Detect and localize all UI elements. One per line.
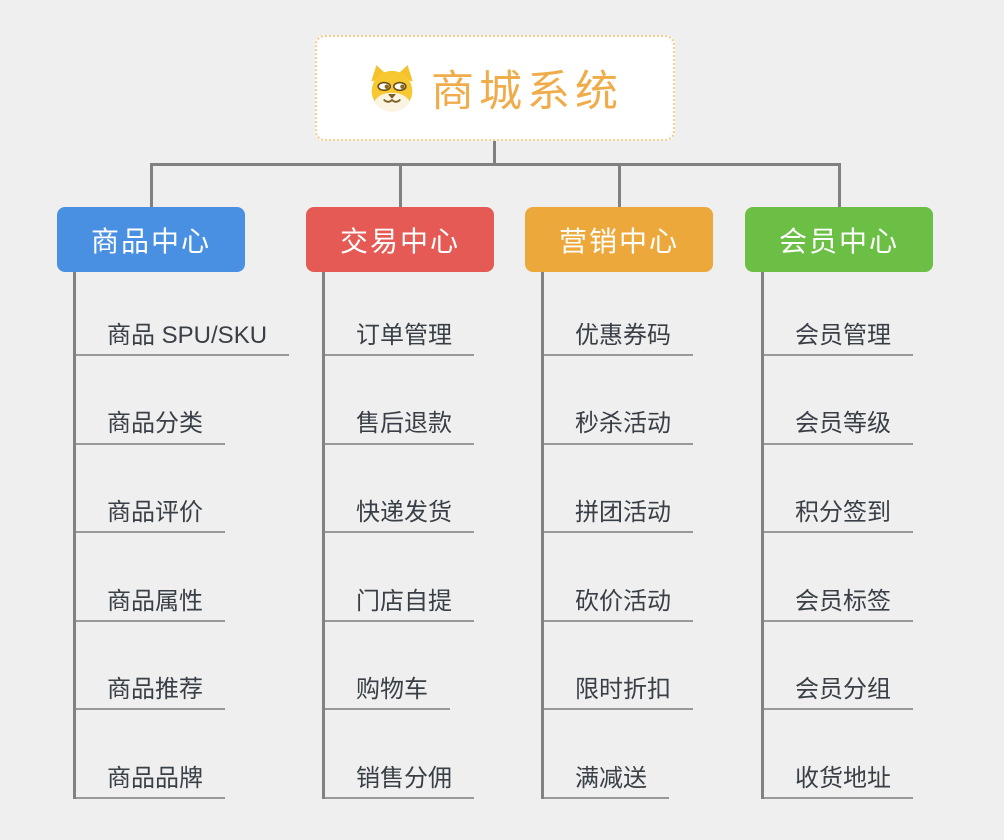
connector-drop-member-center <box>838 163 841 209</box>
mindmap-node-item[interactable]: 商品 SPU/SKU <box>76 272 290 356</box>
mindmap-node-item[interactable]: 商品属性 <box>76 533 225 622</box>
connector-root-stub <box>493 140 496 165</box>
branch-items-product-center: 商品 SPU/SKU 商品分类 商品评价 商品属性 商品推荐 商品品牌 <box>73 272 290 799</box>
mindmap-node-item[interactable]: 快递发货 <box>325 445 474 534</box>
connector-bus <box>150 163 841 166</box>
branch-marketing-center: 营销中心 优惠券码 秒杀活动 拼团活动 砍价活动 限时折扣 满减送 <box>525 207 760 799</box>
branch-header-trade-center[interactable]: 交易中心 <box>306 207 494 272</box>
mindmap-node-item[interactable]: 商品评价 <box>76 445 225 534</box>
mindmap-node-item[interactable]: 收货地址 <box>764 710 913 799</box>
branch-header-product-center[interactable]: 商品中心 <box>57 207 245 272</box>
mindmap-node-item[interactable]: 商品品牌 <box>76 710 225 799</box>
mindmap-node-item[interactable]: 会员管理 <box>764 272 913 356</box>
branch-items-trade-center: 订单管理 售后退款 快递发货 门店自提 购物车 销售分佣 <box>322 272 474 799</box>
connector-drop-marketing-center <box>618 163 621 209</box>
mindmap-node-item[interactable]: 满减送 <box>544 710 669 799</box>
mindmap-node-item[interactable]: 积分签到 <box>764 445 913 534</box>
connector-drop-product-center <box>150 163 153 209</box>
mindmap-node-item[interactable]: 拼团活动 <box>544 445 693 534</box>
mindmap-node-item[interactable]: 门店自提 <box>325 533 474 622</box>
mindmap-node-item[interactable]: 秒杀活动 <box>544 356 693 445</box>
branch-items-marketing-center: 优惠券码 秒杀活动 拼团活动 砍价活动 限时折扣 满减送 <box>541 272 693 799</box>
mindmap-node-item[interactable]: 优惠券码 <box>544 272 693 356</box>
mindmap-node-item[interactable]: 会员分组 <box>764 622 913 711</box>
mindmap-node-item[interactable]: 会员标签 <box>764 533 913 622</box>
branch-header-marketing-center[interactable]: 营销中心 <box>525 207 713 272</box>
branch-items-member-center: 会员管理 会员等级 积分签到 会员标签 会员分组 收货地址 <box>761 272 913 799</box>
doge-face-icon <box>367 63 417 113</box>
mindmap-node-item[interactable]: 订单管理 <box>325 272 474 356</box>
branch-trade-center: 交易中心 订单管理 售后退款 快递发货 门店自提 购物车 销售分佣 <box>306 207 541 799</box>
branch-member-center: 会员中心 会员管理 会员等级 积分签到 会员标签 会员分组 收货地址 <box>745 207 980 799</box>
mindmap-node-item[interactable]: 限时折扣 <box>544 622 693 711</box>
mindmap-node-item[interactable]: 会员等级 <box>764 356 913 445</box>
mindmap-node-item[interactable]: 商品推荐 <box>76 622 225 711</box>
branch-header-member-center[interactable]: 会员中心 <box>745 207 933 272</box>
mindmap-node-item[interactable]: 销售分佣 <box>325 710 474 799</box>
mindmap-node-item[interactable]: 购物车 <box>325 622 450 711</box>
branch-product-center: 商品中心 商品 SPU/SKU 商品分类 商品评价 商品属性 商品推荐 商品品牌 <box>57 207 292 799</box>
root-title: 商城系统 <box>431 68 623 116</box>
mindmap-node-item[interactable]: 售后退款 <box>325 356 474 445</box>
mindmap-node-item[interactable]: 砍价活动 <box>544 533 693 622</box>
connector-drop-trade-center <box>399 163 402 209</box>
root-node[interactable]: 商城系统 <box>315 35 675 141</box>
mindmap-node-item[interactable]: 商品分类 <box>76 356 225 445</box>
